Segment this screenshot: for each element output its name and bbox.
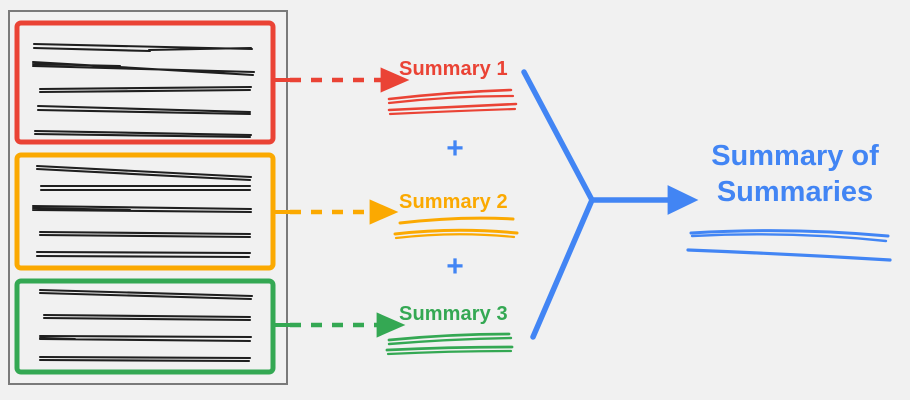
source-document-frame (8, 10, 288, 385)
chunk-1-box (14, 20, 276, 145)
plus-operator-2: + (446, 250, 464, 283)
chunk-2-text-lines (31, 164, 253, 259)
summary-3-lines (385, 332, 514, 356)
summary-2-label: Summary 2 (399, 191, 508, 213)
plus-operator-1: + (446, 132, 464, 165)
summary-3-label: Summary 3 (399, 303, 508, 325)
final-summary-lines (686, 229, 892, 262)
chunk-2-box (14, 152, 276, 271)
arrow-merge (521, 69, 699, 340)
chunk-1-text-lines (31, 42, 256, 139)
summary-1-label: Summary 1 (399, 58, 508, 80)
chunk-3-box (14, 278, 276, 375)
summary-2-lines (393, 216, 519, 240)
final-summary-label-line-2: Summaries (716, 176, 874, 208)
final-summary-label: Summary of Summaries (690, 138, 900, 210)
summary-1-lines (387, 88, 518, 116)
final-summary-label-line-1: Summary of (711, 140, 879, 172)
chunk-3-text-lines (38, 288, 254, 363)
